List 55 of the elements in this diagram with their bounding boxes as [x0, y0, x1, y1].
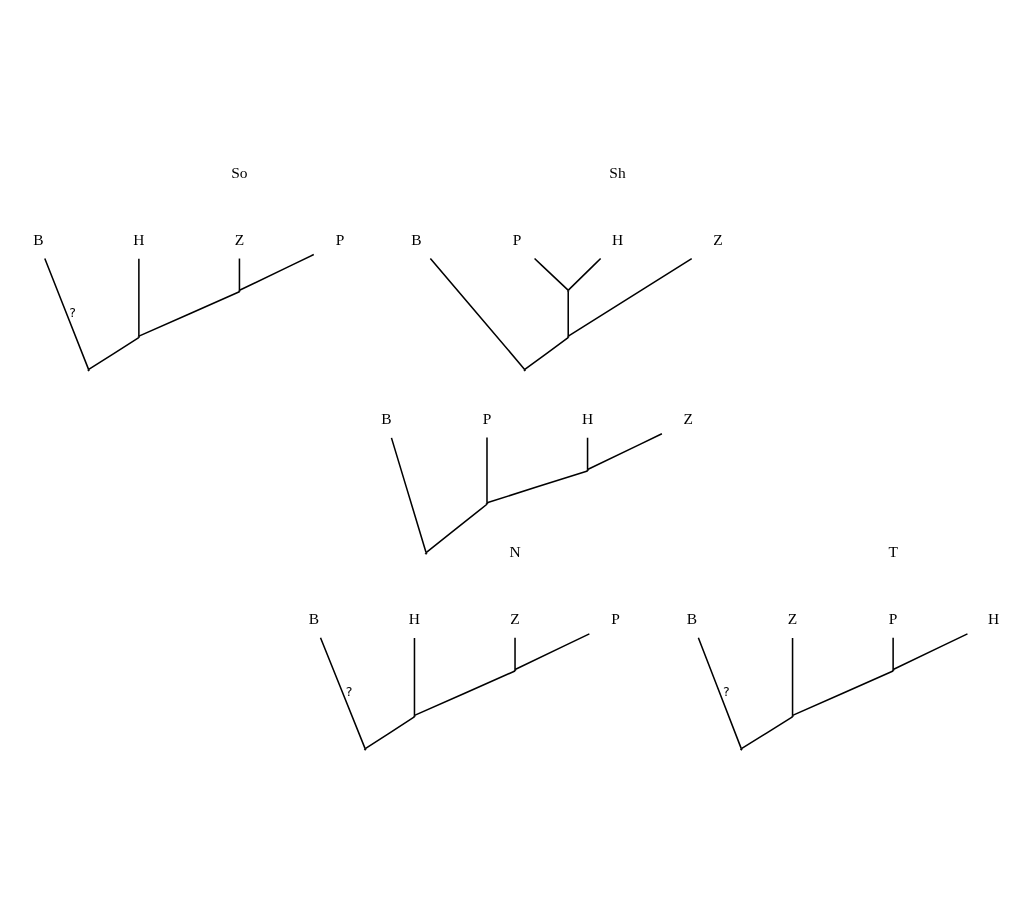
node-point: [891, 668, 895, 671]
node-text: B: [411, 230, 422, 248]
node-point: [523, 368, 526, 371]
connector: [429, 257, 526, 370]
connector: [791, 636, 794, 716]
node-text: Z: [234, 230, 245, 248]
node-text: H: [611, 230, 624, 248]
connector: [44, 257, 90, 370]
node-point: [791, 714, 794, 717]
node-text: B: [381, 409, 392, 427]
connector: [586, 436, 589, 470]
node-point: [137, 335, 141, 338]
label: T: [888, 542, 898, 560]
edge-label: ?: [722, 683, 730, 699]
node-text: P: [482, 409, 492, 427]
connector: [238, 253, 315, 291]
node-text: H: [988, 609, 1000, 627]
node-point: [238, 289, 241, 292]
node-text: Z: [510, 609, 520, 627]
node-text: H: [581, 409, 594, 427]
connector: [238, 257, 241, 291]
node-point: [424, 551, 428, 555]
node-point: [413, 714, 416, 717]
node-point: [740, 747, 743, 751]
node-text: Z: [787, 609, 798, 627]
connector: [413, 636, 416, 716]
node-text: H: [408, 609, 421, 627]
node-text: P: [611, 609, 620, 627]
node-text: P: [888, 609, 898, 627]
node-text: P: [512, 230, 522, 248]
label: Sh: [609, 163, 626, 181]
node-point: [485, 501, 489, 505]
node-text: B: [308, 609, 320, 627]
connector: [586, 432, 663, 470]
node-point: [567, 335, 570, 338]
connector: [740, 715, 794, 749]
edge-label: ?: [69, 304, 76, 320]
node-text: H: [133, 230, 145, 248]
node-text: B: [33, 230, 44, 248]
connector: [390, 436, 427, 553]
node-point: [513, 668, 517, 671]
node-point: [586, 468, 589, 471]
connector: [697, 636, 743, 749]
label: So: [231, 163, 248, 181]
node-text: P: [335, 230, 345, 248]
node-text: B: [686, 609, 698, 627]
node-text: Z: [683, 409, 693, 427]
connector: [364, 715, 416, 749]
connector: [319, 636, 366, 749]
edge-label: ?: [345, 683, 353, 699]
label: N: [509, 542, 521, 560]
node-text: Z: [713, 230, 723, 248]
node-point: [363, 747, 367, 751]
node-point: [567, 289, 570, 292]
node-point: [87, 368, 90, 371]
